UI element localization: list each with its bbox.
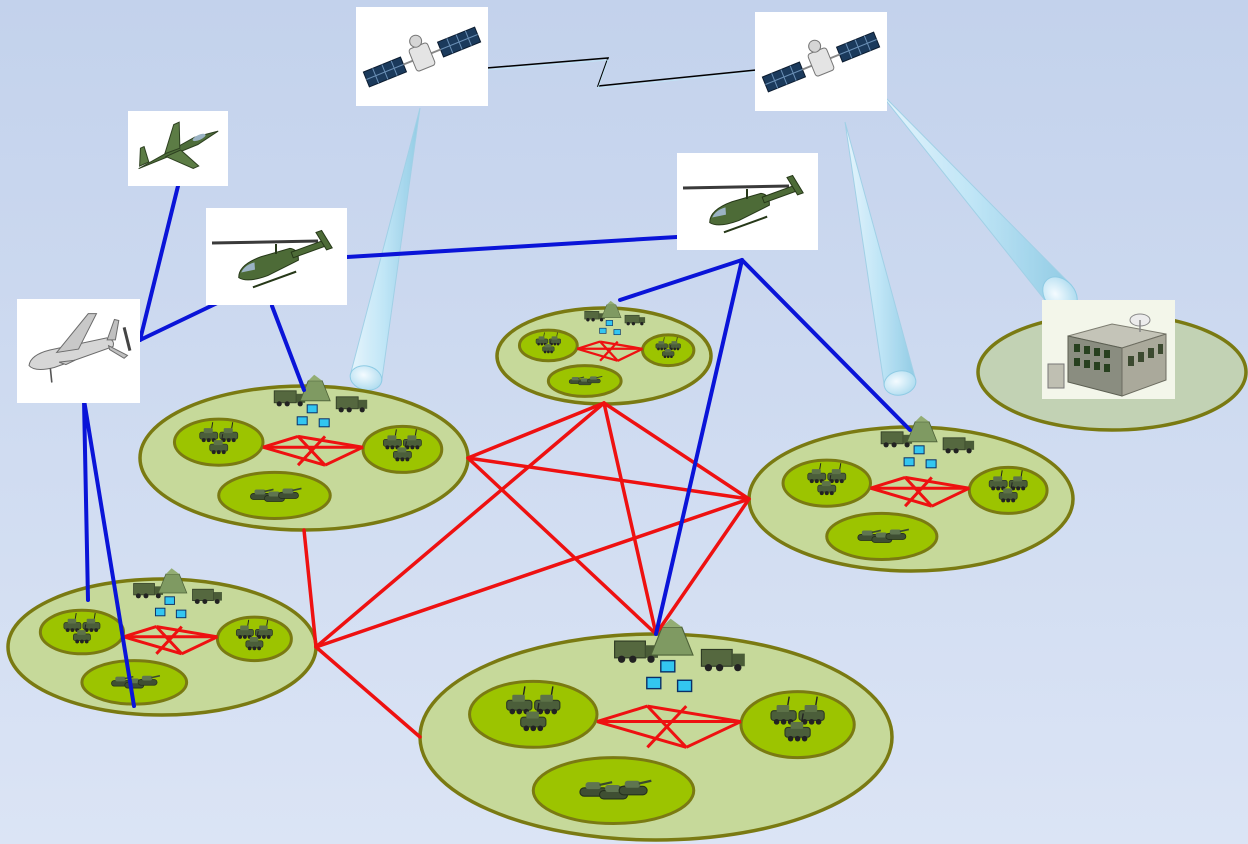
- air-ground-link: [345, 235, 679, 259]
- intra-cluster-links: [870, 475, 970, 508]
- satellite-icon: [362, 26, 482, 88]
- terminal-icon: [925, 459, 937, 469]
- terminal-icon: [296, 416, 308, 426]
- satellite-link: [473, 57, 757, 87]
- cluster-right[interactable]: [747, 415, 1075, 573]
- intra-cluster-links: [576, 340, 644, 362]
- terminal-icon: [676, 679, 693, 693]
- intra-cluster-links: [262, 434, 364, 467]
- cluster-bottom[interactable]: [418, 617, 894, 842]
- terminal-icon: [913, 445, 925, 455]
- terminal-icon: [175, 609, 187, 619]
- helicopter-node[interactable]: [206, 208, 347, 305]
- air-ground-link: [138, 184, 180, 342]
- uav-node[interactable]: [17, 299, 140, 403]
- air-ground-link: [82, 398, 90, 602]
- air-ground-link: [618, 258, 744, 302]
- terminal-icon: [660, 659, 676, 673]
- terminal-icon: [613, 329, 621, 336]
- cluster-top-center[interactable]: [495, 300, 713, 406]
- cluster-center-left[interactable]: [138, 374, 470, 532]
- terminal-icon: [306, 404, 318, 414]
- terminal-icon: [164, 596, 175, 605]
- air-ground-link: [82, 398, 136, 708]
- drone-icon: [28, 313, 132, 383]
- ground-link: [602, 401, 751, 501]
- satellite-icon: [761, 31, 881, 93]
- terminal-icon: [154, 607, 166, 617]
- terminal-icon: [599, 327, 607, 334]
- satellite-beam: [349, 107, 421, 391]
- air-ground-link: [654, 258, 744, 636]
- ground-link: [314, 645, 422, 739]
- satellite-node[interactable]: [755, 12, 887, 111]
- headquarters-node[interactable]: [1042, 300, 1175, 399]
- ground-link: [654, 497, 751, 636]
- cluster-left[interactable]: [6, 567, 318, 717]
- satellite-beam: [875, 87, 1078, 314]
- air-ground-link: [270, 304, 306, 392]
- terminal-icon: [605, 320, 613, 326]
- helicopter-icon: [211, 229, 333, 289]
- terminal-icon: [318, 418, 330, 428]
- ground-link: [302, 528, 318, 649]
- ground-link: [602, 401, 658, 636]
- ground-link: [314, 497, 751, 649]
- ground-link: [466, 456, 658, 636]
- intra-cluster-links: [596, 704, 742, 749]
- helicopter-node[interactable]: [677, 153, 818, 250]
- ground-link: [314, 401, 606, 649]
- building-icon: [1047, 313, 1167, 397]
- satellite-beam: [844, 121, 917, 396]
- ground-link: [466, 456, 751, 501]
- intra-cluster-links: [123, 625, 219, 656]
- terminal-icon: [903, 457, 915, 467]
- jet-icon: [138, 121, 219, 170]
- fighter-jet-node[interactable]: [128, 111, 228, 186]
- air-ground-link: [740, 258, 912, 432]
- helicopter-icon: [682, 174, 804, 234]
- satellite-node[interactable]: [356, 7, 488, 106]
- ground-link: [466, 401, 606, 460]
- terminal-icon: [646, 676, 662, 690]
